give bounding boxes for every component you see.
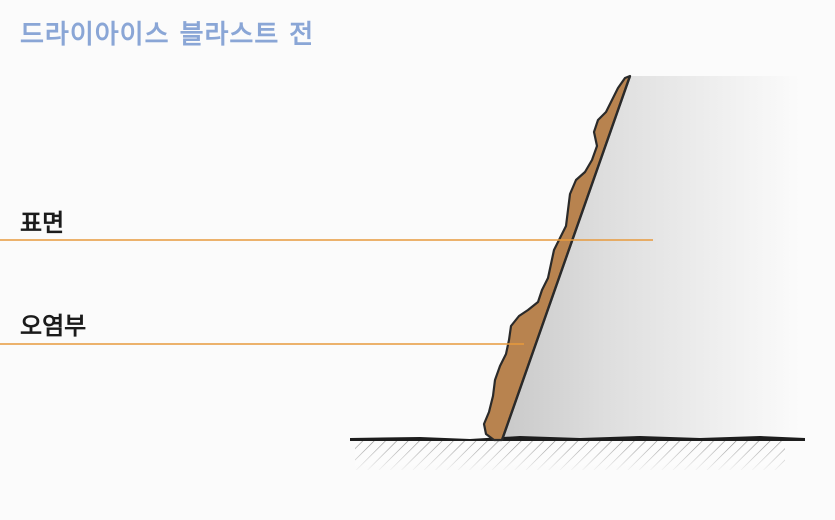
- ground-line: [350, 436, 805, 441]
- diagram-title: 드라이아이스 블라스트 전: [20, 20, 315, 50]
- surface-label: 표면: [20, 209, 65, 237]
- wall-surface: [502, 76, 800, 440]
- contamination-layer: [482, 74, 632, 442]
- wall-edge: [500, 75, 632, 441]
- contamination-label: 오염부: [20, 312, 87, 340]
